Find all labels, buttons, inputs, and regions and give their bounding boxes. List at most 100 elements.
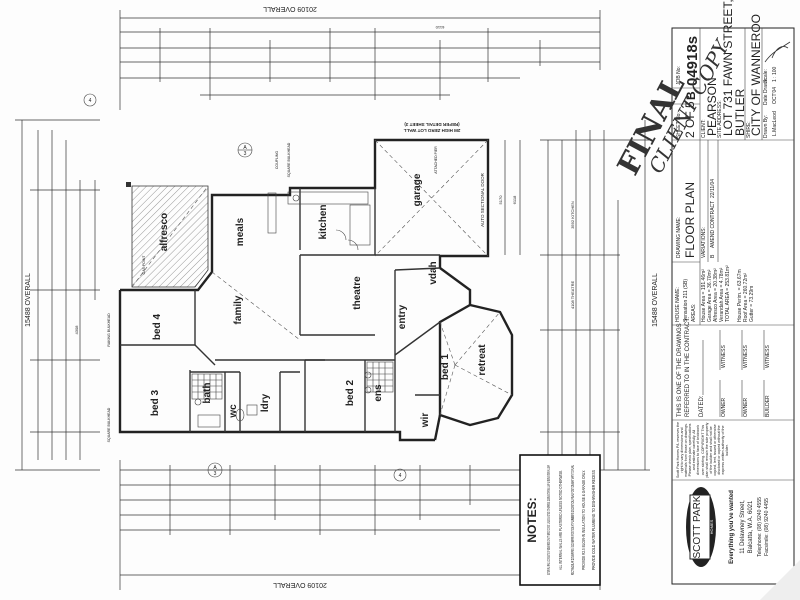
section-marker-letter: A <box>243 145 247 151</box>
section-marker-sheet: 4 <box>399 473 402 479</box>
zero-lot-wall-ref: (REFER DETAIL SHEET 3) <box>404 122 460 127</box>
note-item: EXTERNAL WALLS CONSISTS OF 50MM WIDE CAV… <box>546 465 551 575</box>
house-name: Sensation 211 (SB) <box>683 279 689 322</box>
variation-rev: B <box>710 254 716 258</box>
checked-signature <box>764 41 791 63</box>
area-item: Garage Area = 36.70m² <box>707 269 713 322</box>
site-address-line2: BUTLER <box>733 88 747 136</box>
square-bulkhead-note: SQUARE BULKHEAD <box>107 407 111 442</box>
room-label-bed1: bed 1 <box>440 354 451 381</box>
sheet-number: 2 OF 5 <box>683 101 697 138</box>
dimension-lines-left <box>15 119 100 471</box>
notes-box: NOTES: EXTERNAL WALLS CONSISTS OF 50MM W… <box>519 454 601 586</box>
room-label-bath: bath <box>202 382 213 403</box>
section-marker-sheet: 4 <box>89 98 92 104</box>
ensuite-tiles <box>191 361 394 400</box>
sheet-label: SHEET No: <box>676 112 682 138</box>
room-label-theatre: theatre <box>352 276 363 310</box>
section-marker-b-bottom: 4 <box>393 468 407 482</box>
house-name-label: HOUSE NAME: <box>675 287 681 322</box>
variation-date: 22/11/04 <box>710 179 716 198</box>
logo-text: SCOTT PARK <box>692 495 703 558</box>
variations-label: VARIATIONS: <box>701 227 707 258</box>
builder-label: BUILDER <box>765 395 771 417</box>
shire-name: CITY OF WANNEROO <box>749 14 763 136</box>
witness-label: WITNESS <box>765 345 771 368</box>
notes-title: NOTES: <box>525 497 539 542</box>
room-label-vdah: vdah <box>428 261 439 284</box>
room-label-ldry: ldry <box>260 393 271 412</box>
room-label-wir: wir <box>420 413 431 429</box>
square-bulkhead-note-top: SQUARE BULKHEAD <box>287 142 291 177</box>
room-label-retreat: retreat <box>477 344 488 376</box>
client-name: PEARSON <box>705 77 719 136</box>
room-label-wc: wc <box>228 404 239 419</box>
company-address2: Balcatta, W.A. 6021 <box>748 500 754 553</box>
area-item: Verandah Area = 4.78m² <box>719 267 725 322</box>
variation-text: AMEND CONTRACT <box>710 201 716 248</box>
room-label-kitchen: kitchen <box>318 204 329 239</box>
title-block: DRAWING NAME: FLOOR PLAN SHEET No: 2 OF … <box>671 0 795 585</box>
area-item: Alfresco Area = 20.38m² <box>713 268 719 322</box>
company-address1: 11 Delawney Street, <box>740 500 746 554</box>
owner-label: OWNER <box>743 397 749 417</box>
site-address-line1: LOT 731 FAWN STREET, <box>721 0 735 136</box>
room-label-family: family <box>233 295 244 324</box>
note-item: RECTANGULAR DOWNPIPES / DOWNPIPE POSITIO… <box>570 465 575 575</box>
zero-lot-wall-note: 2M HIGH ZERO LOT WALL <box>403 128 460 133</box>
contract-line2: REFERRED TO IN THE CONTRACT. <box>685 317 691 417</box>
drawing-name-label: DRAWING NAME: <box>676 217 682 258</box>
room-label-meals: meals <box>235 217 246 246</box>
shire-label: SHIRE: <box>746 121 752 138</box>
perimeter-item: House Perim. = 63.67m <box>737 269 743 322</box>
disclaimer-box: Scott Park Homes P/L reserves the right … <box>676 422 729 478</box>
dimension-lines-right <box>504 120 650 471</box>
section-marker-a-top: A 3 <box>237 142 253 158</box>
raking-bulkhead-note: RAKING BULKHEAD <box>107 313 111 347</box>
scale-value: 1 : 100 <box>772 66 778 82</box>
dimension-bed4: 4308 <box>74 325 79 335</box>
logo-subtext: HOMES <box>709 519 714 534</box>
kitchen-fixtures <box>267 191 371 251</box>
scale-label: Scale: <box>763 69 769 83</box>
job-number: 04918s <box>684 36 701 86</box>
perimeter-item: Roof Area = 260.72m² <box>743 273 749 322</box>
contract-dated: DATED: <box>699 395 705 417</box>
auto-door-note: AUTO SECTIONAL DOOR <box>480 172 485 227</box>
job-label: JOB No: <box>676 66 682 85</box>
room-label-bed3: bed 3 <box>150 390 161 417</box>
dimension-garage: 6118 <box>512 195 517 204</box>
drawing-name: FLOOR PLAN <box>683 182 697 258</box>
roof-lines <box>131 139 513 416</box>
room-label-garage: garage <box>412 173 423 206</box>
room-labels: alfresco meals kitchen garage theatre fa… <box>150 173 488 428</box>
bathroom-fixtures <box>194 371 372 428</box>
page-corner <box>760 560 800 600</box>
drawn-by-label: Drawn By: <box>763 115 769 138</box>
section-marker-b-left: 4 <box>83 93 97 107</box>
dimension-theatre: 4108 THEATRE <box>570 281 575 310</box>
gas-point-note: GAS POINT <box>142 255 146 275</box>
room-label-alfresco: alfresco <box>159 213 170 251</box>
section-marker-sheet: 3 <box>244 151 247 157</box>
areas-label: AREAS: <box>691 304 697 322</box>
note-item: PROVIDE R2.5 BLOW-IN INSULATION TO HOUSE… <box>581 470 586 570</box>
section-marker-a-bottom: A 3 <box>207 462 223 478</box>
owner-label: OWNER <box>721 397 727 417</box>
exterior-walls <box>118 138 514 442</box>
dimension-lines-top <box>119 10 601 110</box>
client-label: CLIENT: <box>701 119 707 138</box>
dimension-top: 6110 <box>435 25 444 30</box>
room-label-ens: ens <box>373 384 384 402</box>
coupling-note: COUPLING <box>275 151 279 170</box>
scott-park-homes-logo: SCOTT PARK HOMES Everything you've wante… <box>686 487 770 567</box>
date-label: Date Drawn: <box>763 77 769 105</box>
room-label-bed4: bed 4 <box>152 314 163 341</box>
section-marker-letter: A <box>213 465 217 471</box>
perimeter-item: Gutter = 73.29m <box>749 286 755 322</box>
note-item: ALL INTERNAL WALLS ARE PLASTERED UNLESS … <box>558 470 563 570</box>
witness-label: WITNESS <box>743 345 749 368</box>
plan-annotations: 2M HIGH ZERO LOT WALL (REFER DETAIL SHEE… <box>107 122 485 442</box>
